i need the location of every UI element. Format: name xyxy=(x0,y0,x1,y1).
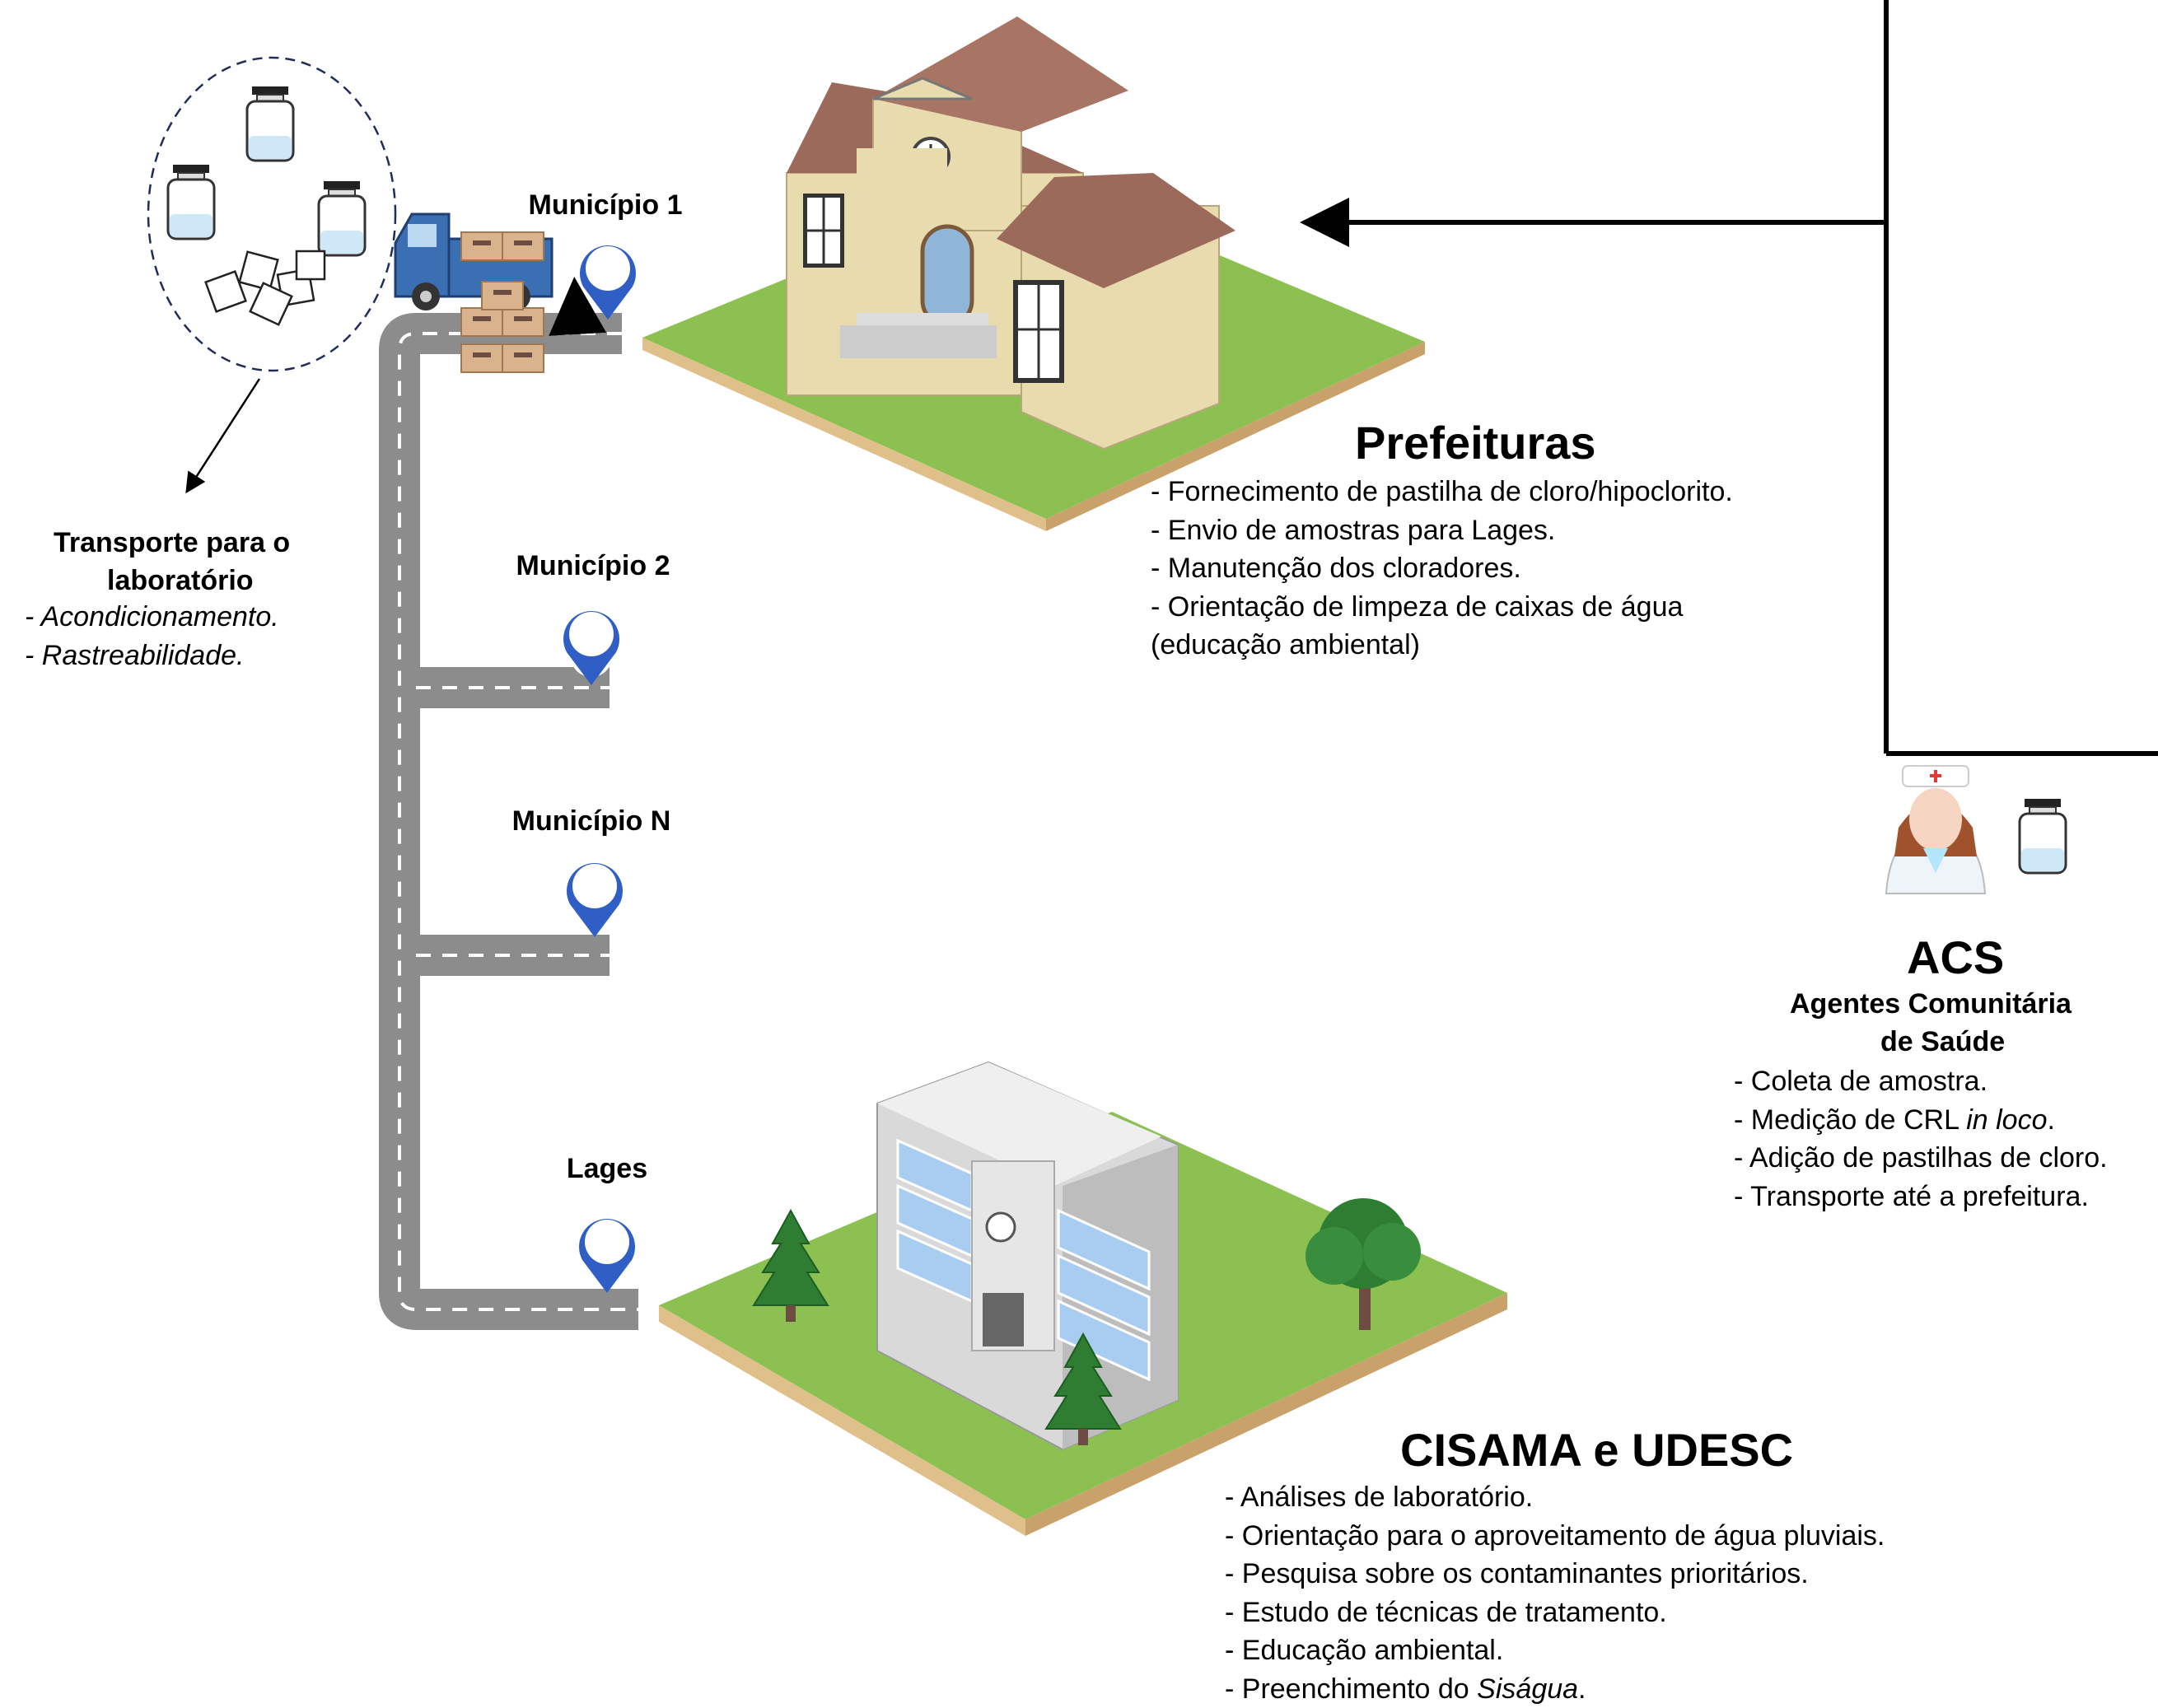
cisama-item: - Educação ambiental. xyxy=(1225,1631,1885,1670)
acs-list: - Coleta de amostra. - Medição de CRL in… xyxy=(1734,1062,2108,1216)
acs-item: - Medição de CRL in loco. xyxy=(1734,1101,2108,1140)
prefeituras-title: Prefeituras xyxy=(1355,416,1596,469)
cisama-item: - Estudo de técnicas de tratamento. xyxy=(1225,1594,1885,1632)
sample-group xyxy=(148,58,395,490)
cisama-item: - Análises de laboratório. xyxy=(1225,1478,1885,1517)
cisama-item-suffix: . xyxy=(1578,1673,1586,1705)
transport-item: - Rastreabilidade. xyxy=(25,637,279,675)
acs-title: ACS xyxy=(1907,931,2004,984)
municipio-1-label: Município 1 xyxy=(482,189,729,222)
municipio-2-label: Município 2 xyxy=(469,550,717,582)
cisama-item: - Pesquisa sobre os contaminantes priori… xyxy=(1225,1555,1885,1594)
cisama-item: - Orientação para o aproveitamento de ág… xyxy=(1225,1517,1885,1556)
acs-item: - Coleta de amostra. xyxy=(1734,1062,2108,1101)
acs-item: - Adição de pastilhas de cloro. xyxy=(1734,1139,2108,1178)
acs-item: - Transporte até a prefeitura. xyxy=(1734,1178,2108,1216)
prefeituras-item: - Manutenção dos cloradores. xyxy=(1151,549,1733,588)
municipio-n-label: Município N xyxy=(468,805,715,838)
prefeituras-item: - Orientação de limpeza de caixas de águ… xyxy=(1151,588,1733,627)
cisama-item-text: - Preenchimento do xyxy=(1225,1673,1477,1705)
cisama-item-italic: Siságua xyxy=(1477,1673,1578,1705)
transport-list: - Acondicionamento. - Rastreabilidade. xyxy=(25,598,279,674)
lages-label: Lages xyxy=(483,1153,731,1185)
map-pin-icon xyxy=(580,245,636,320)
acs-item-suffix: . xyxy=(2047,1104,2054,1136)
acs-subtitle-line2: de Saúde xyxy=(1880,1026,2005,1058)
acs-item-italic: in loco xyxy=(1966,1104,2047,1136)
transport-title-line1: Transporte para o xyxy=(54,527,290,559)
sample-bottle-icon xyxy=(2020,799,2066,873)
cisama-title: CISAMA e UDESC xyxy=(1400,1423,1793,1477)
cisama-item: - Preenchimento do Siságua. xyxy=(1225,1670,1885,1708)
truck-icon xyxy=(395,214,552,310)
prefeitura-building xyxy=(642,16,1425,531)
acs-item-text: - Medição de CRL xyxy=(1734,1104,1966,1136)
cisama-list: - Análises de laboratório. - Orientação … xyxy=(1225,1478,1885,1708)
prefeituras-item: - Fornecimento de pastilha de cloro/hipo… xyxy=(1151,473,1733,511)
nurse-icon xyxy=(1886,766,1985,894)
transport-item: - Acondicionamento. xyxy=(25,598,279,637)
transport-title-line2: laboratório xyxy=(107,565,254,597)
prefeituras-item: - Envio de amostras para Lages. xyxy=(1151,511,1733,550)
acs-subtitle-line1: Agentes Comunitária xyxy=(1790,988,2072,1020)
prefeituras-item: (educação ambiental) xyxy=(1151,626,1733,665)
cisama-building xyxy=(659,1062,1507,1536)
map-pin-icon xyxy=(567,863,623,937)
prefeituras-list: - Fornecimento de pastilha de cloro/hipo… xyxy=(1151,473,1733,665)
map-pin-icon xyxy=(579,1219,635,1293)
